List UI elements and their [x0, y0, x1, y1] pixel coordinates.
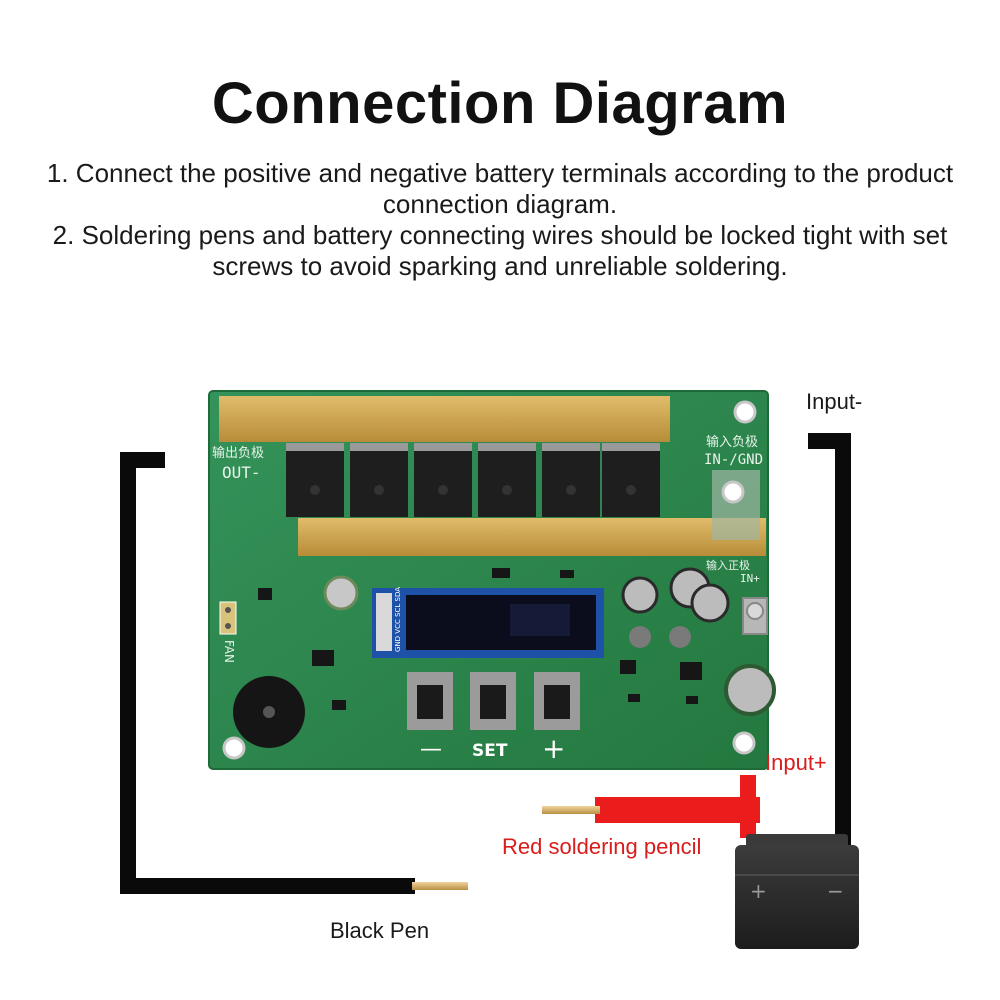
- mount-hole: [733, 400, 757, 424]
- in-en-label: IN-/GND: [704, 452, 763, 468]
- black-pen-tip: [412, 882, 468, 890]
- red-wire: [542, 775, 760, 838]
- battery-plus: +: [750, 879, 767, 903]
- out-en-label: OUT-: [222, 463, 261, 482]
- input-minus-label: Input-: [806, 389, 863, 414]
- copper-bar-bottom: [298, 518, 766, 556]
- header-pins-label: GND VCC SCL SDA: [394, 587, 402, 652]
- battery-minus: −: [827, 879, 844, 903]
- mount-hole: [732, 731, 756, 755]
- red-pen-tip: [542, 806, 600, 814]
- fan-connector: [219, 601, 237, 635]
- instruction-1: 1. Connect the positive and negative bat…: [46, 158, 954, 219]
- minus-button[interactable]: —: [407, 672, 453, 762]
- instruction-2: 2. Soldering pens and battery connecting…: [52, 220, 948, 281]
- svg-text:SET: SET: [472, 741, 508, 761]
- in-cn-label: 输入负极: [706, 434, 758, 450]
- fan-label: FAN: [222, 640, 236, 663]
- mount-hole: [222, 736, 246, 760]
- svg-text:—: —: [420, 737, 442, 762]
- inplus-en-label: IN+: [740, 572, 760, 585]
- black-wire: [120, 452, 468, 894]
- red-pen-label: Red soldering pencil: [502, 834, 702, 859]
- input-plus-label: Input+: [765, 750, 827, 775]
- svg-text:+: +: [542, 732, 565, 765]
- input-minus-wire: [808, 433, 851, 845]
- inplus-cn-label: 输入正极: [706, 558, 750, 572]
- instructions: 1. Connect the positive and negative bat…: [40, 158, 960, 282]
- oled-display: GND VCC SCL SDA: [372, 587, 604, 658]
- capacitors: [323, 567, 776, 716]
- black-pen-label: Black Pen: [330, 918, 430, 943]
- mount-hole: [721, 480, 745, 504]
- page-title: Connection Diagram: [211, 71, 789, 136]
- pcb-board: 输出负极 OUT- 输入负极 IN-/GND 输入正极 IN+ FAN: [208, 390, 776, 770]
- mosfet-row: [286, 443, 660, 517]
- copper-bar-top: [219, 396, 670, 442]
- out-cn-label: 输出负极: [212, 445, 264, 461]
- battery: + −: [735, 834, 859, 949]
- set-button[interactable]: SET: [470, 672, 516, 761]
- plus-button[interactable]: +: [534, 672, 580, 765]
- button-row: — SET +: [407, 672, 580, 765]
